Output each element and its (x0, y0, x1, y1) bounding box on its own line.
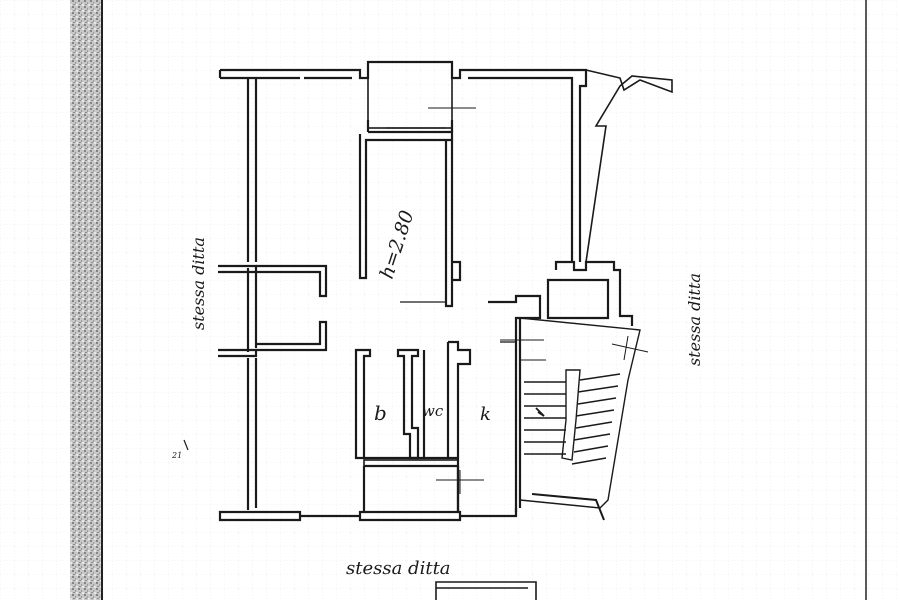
staircase (519, 317, 641, 521)
bath-label: b (374, 401, 387, 425)
neighbor-bottom-label: stessa ditta (346, 558, 451, 579)
margin-mark: 21 (171, 451, 182, 460)
neighbor-right-label: stessa ditta (685, 273, 704, 366)
window-blocks (363, 61, 459, 513)
kitchen-label: k (480, 404, 491, 425)
apartment-walls (218, 60, 673, 522)
neighbor-left-label: stessa ditta (189, 237, 208, 330)
margin-tick (183, 439, 189, 451)
next-plan-stub (435, 581, 537, 600)
wc-label: wc (422, 402, 444, 420)
left-margin-shade (70, 0, 102, 600)
axis-marks (428, 96, 649, 494)
